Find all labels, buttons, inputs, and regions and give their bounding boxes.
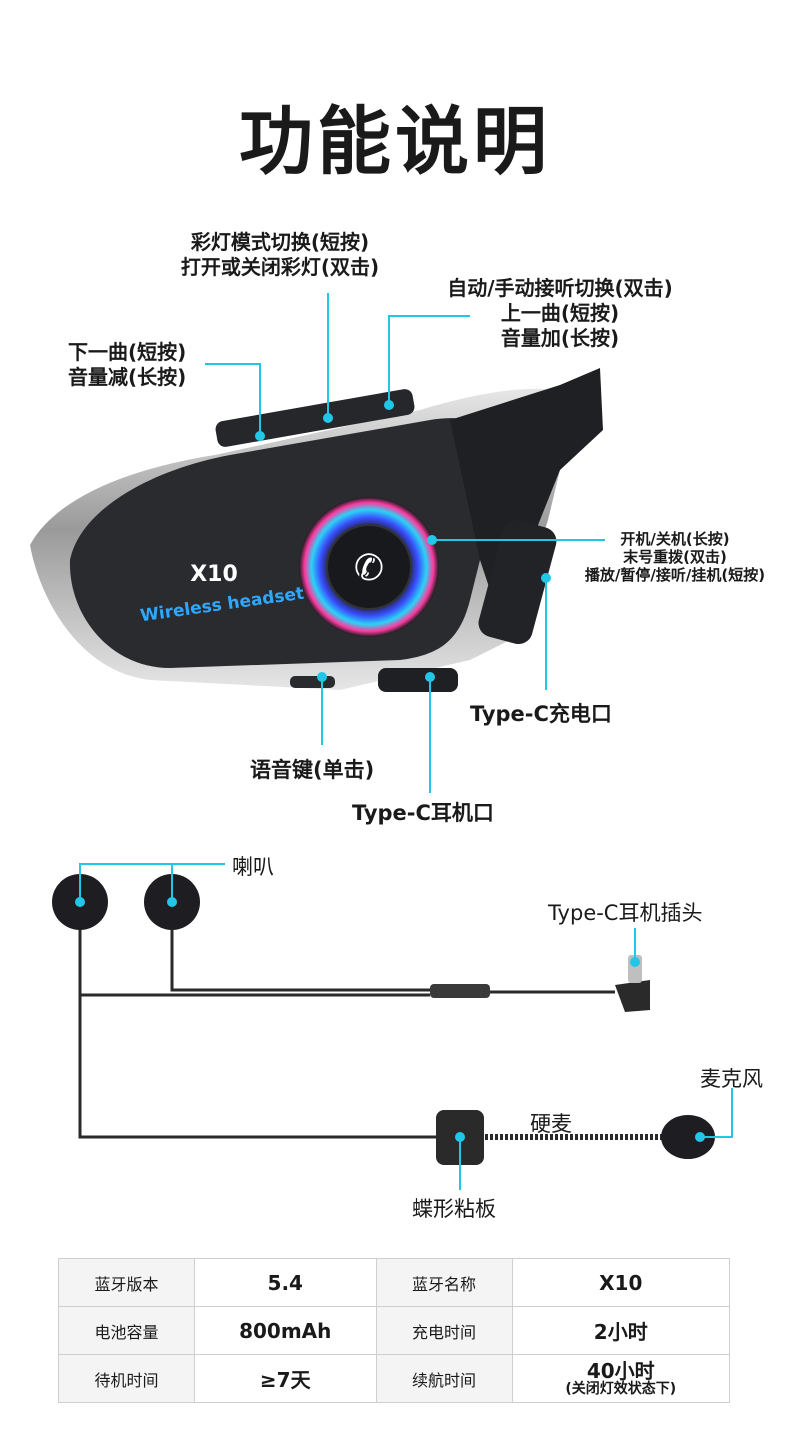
side-button [478, 520, 557, 645]
charge-port-label: Type-C充电口 [470, 702, 612, 726]
light-mode-label: 彩灯模式切换(短按) 打开或关闭彩灯(双击) [150, 230, 410, 280]
power-line1: 开机/关机(长按) [620, 530, 730, 548]
auto-answer-line1: 自动/手动接听切换(双击) [447, 276, 673, 300]
headset-illustration: ✆ X10 Wireless headset [30, 293, 605, 793]
power-line2: 末号重拨(双击) [623, 548, 727, 566]
phone-icon: ✆ [354, 548, 384, 589]
spec-table: 蓝牙版本 5.4 蓝牙名称 X10 电池容量 800mAh 充电时间 2小时 待… [58, 1258, 731, 1403]
hard-mic-label: 硬麦 [530, 1112, 572, 1136]
center-button [326, 524, 412, 610]
leader-lines [205, 293, 605, 793]
mic-label: 麦克风 [700, 1067, 763, 1091]
spec-value: 800mAh [194, 1306, 377, 1355]
top-button-rail [215, 389, 415, 447]
model-name: X10 [190, 562, 238, 587]
spec-value: 2小时 [511, 1306, 731, 1355]
battery-life-value: 40小时 [586, 1358, 655, 1383]
leader-dots [255, 400, 551, 682]
spec-value: ≥7天 [194, 1354, 377, 1403]
power-line3: 播放/暂停/接听/挂机(短按) [584, 566, 766, 584]
page-title: 功能说明 [239, 99, 551, 185]
spec-key: 蓝牙版本 [58, 1258, 195, 1307]
voice-key-label: 语音键(单击) [250, 758, 375, 782]
battery-life-note: (关闭灯效状态下) [565, 1380, 677, 1397]
spec-key: 续航时间 [375, 1354, 513, 1403]
typec-plug-label: Type-C耳机插头 [548, 901, 703, 925]
spec-key: 电池容量 [58, 1306, 195, 1355]
typec-plug [615, 980, 650, 1012]
power-button-label: 开机/关机(长按) 末号重拨(双击) 播放/暂停/接听/挂机(短按) [560, 530, 790, 584]
mic-head [661, 1115, 715, 1159]
headset-face [69, 418, 502, 668]
accessories-illustration [52, 863, 733, 1190]
cables [78, 930, 665, 1140]
spec-key: 待机时间 [58, 1354, 195, 1403]
spec-value: 5.4 [194, 1258, 377, 1307]
light-mode-line1: 彩灯模式切换(短按) [190, 230, 370, 254]
accessory-leaders [79, 863, 733, 1190]
butterfly-pad-label: 蝶形粘板 [412, 1197, 496, 1221]
speaker-label: 喇叭 [232, 855, 274, 879]
light-mode-line2: 打开或关闭彩灯(双击) [180, 255, 380, 279]
spec-key: 充电时间 [375, 1306, 513, 1355]
next-track-label: 下一曲(短按) 音量减(长按) [68, 340, 186, 390]
spec-value: 40小时 (关闭灯效状态下) [511, 1354, 731, 1403]
auto-answer-label: 自动/手动接听切换(双击) 上一曲(短按) 音量加(长按) [420, 276, 700, 351]
prev-track-line: 上一曲(短按) [500, 301, 620, 325]
volume-down-line: 音量减(长按) [68, 365, 187, 389]
bottom-port-left [290, 676, 335, 688]
side-clamp [450, 368, 603, 620]
spec-key: 蓝牙名称 [375, 1258, 513, 1307]
earphone-port-label: Type-C耳机口 [352, 801, 494, 825]
next-track-line: 下一曲(短按) [68, 340, 187, 364]
spec-value: X10 [511, 1258, 731, 1307]
bottom-port-right [378, 668, 458, 692]
table-row: 待机时间 ≥7天 续航时间 40小时 (关闭灯效状态下) [58, 1354, 731, 1403]
table-row: 电池容量 800mAh 充电时间 2小时 [58, 1306, 731, 1355]
cable-joint [430, 984, 490, 998]
volume-up-line: 音量加(长按) [500, 326, 620, 350]
table-row: 蓝牙版本 5.4 蓝牙名称 X10 [58, 1258, 731, 1307]
